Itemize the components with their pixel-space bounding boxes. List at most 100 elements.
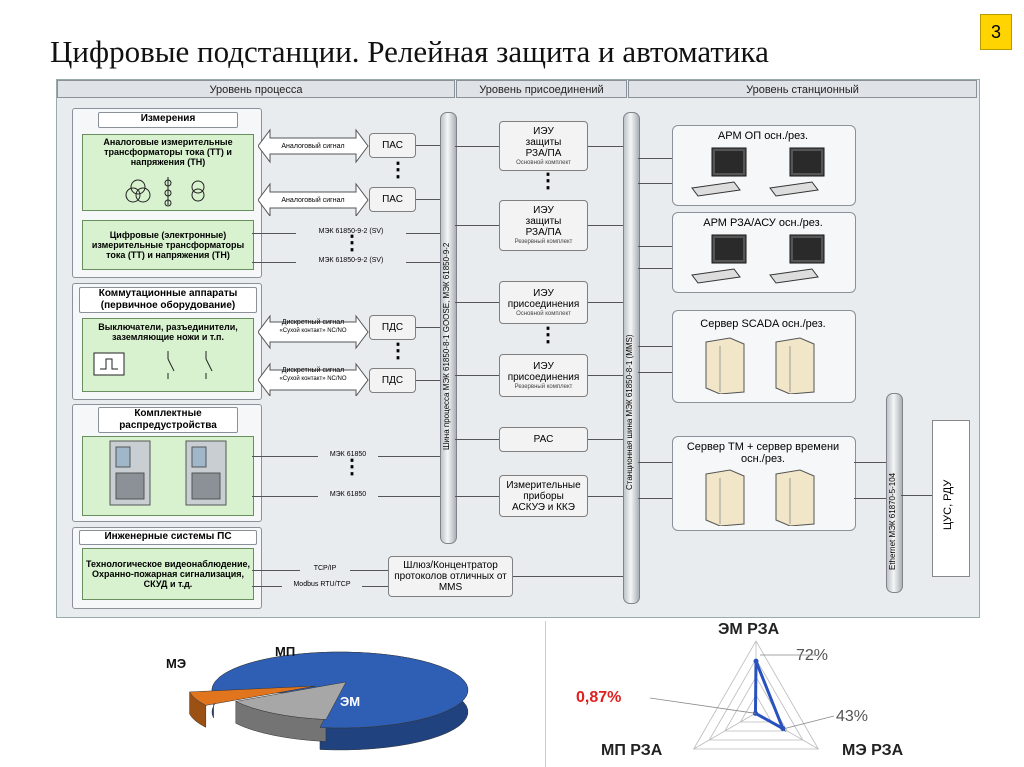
station-bus-label: Станционная шина МЭК 61850-8-1 (MMS) [625,334,634,490]
conn-tm-eth-2 [854,498,886,499]
pas-device-1-label: ПАС [382,140,403,151]
breakers-text: Выключатели, разъединители, заземляющие … [98,322,238,342]
engineering-systems-text: Технологическое видеонаблюдение, Охранно… [85,559,251,589]
pie-label-2: МЭ [166,656,186,671]
ieu-bay-reserve[interactable]: ИЭУ присоединения Резервный комплект [499,354,588,397]
pas2-connector [416,199,442,200]
radar-point-0 [753,658,759,664]
digital-transformers-box: Цифровые (электронные) измерительные тра… [82,220,254,270]
conn-bay-main-right [588,302,624,303]
radar-value-label-0: 72% [796,647,828,664]
conn-scada-2 [638,372,672,373]
radar-grid-ring-2 [708,658,804,741]
radar-point-1 [780,725,786,731]
tm-server-label: Сервер ТМ + сервер времени осн./рез. [686,441,840,465]
scada-label: Сервер SCADA осн./рез. [700,318,826,330]
iec-dots: ⋮ [342,456,362,478]
pas-device-2[interactable]: ПАС [369,187,416,212]
radar-axis-label-1: МЭ РЗА [842,742,904,759]
column-header-process: Уровень процесса [57,80,455,98]
pie-label-0: ЭМ [340,694,360,709]
gateway-device[interactable]: Шлюз/Концентратор протоколов отличных от… [388,556,513,597]
pds1-connector [416,327,442,328]
ieu-rza-reserve-label: ИЭУ защиты РЗА/ПА [525,205,562,238]
ieu-bay-main-label: ИЭУ присоединения [507,287,580,310]
ieu-rza-reserve[interactable]: ИЭУ защиты РЗА/ПА Резервный комплект [499,200,588,251]
ieu-rza-main[interactable]: ИЭУ защиты РЗА/ПА Основной комплект [499,121,588,171]
pds-device-1-label: ПДС [381,322,404,333]
switchgear-label: Комплектные распредустройства [98,407,238,433]
meters-device-label: Измерительные приборы АСКУЭ и ККЭ [506,479,581,513]
conn-meters-right [588,496,624,497]
pie-slice-1 [235,681,347,720]
conn-tm [638,462,672,463]
dry-contact-label-2: «Сухой контакт» NC/NO [279,376,347,382]
ieu-rza-main-sublabel: Основной комплект [516,159,571,166]
conn-arm-rza-2 [638,268,672,269]
pds-device-2[interactable]: ПДС [369,368,416,393]
conn-arm-rza [638,246,672,247]
radar-point-2 [752,710,758,716]
sv-label-2: МЭК 61850-9-2 (SV) [296,256,406,265]
conn-arm-op [638,158,672,159]
engineering-systems-box: Технологическое видеонаблюдение, Охранно… [82,548,254,600]
conn-pac-left [455,439,499,440]
ieu-bay-main-sublabel: Основной комплект [516,310,571,317]
digital-transformers-text: Цифровые (электронные) измерительные тра… [91,230,245,260]
ieu-bay-reserve-label: ИЭУ присоединения [507,360,580,383]
conn-pac-right [588,439,624,440]
pds-device-1[interactable]: ПДС [369,315,416,340]
conn-rza-res-left [455,225,499,226]
conn-rza-main-left [455,146,499,147]
cus-rdu-box[interactable] [932,420,970,577]
arm-rza-computer-icons [691,234,825,284]
radar-value-leader-1 [784,715,835,729]
pie-slice-2 [189,685,317,706]
discrete-signal-arrows [258,314,369,396]
engineering-label: Инженерные системы ПС [79,530,257,545]
iec-label-1: МЭК 61850 [318,450,378,459]
sv-label-1: МЭК 61850-9-2 (SV) [296,227,406,236]
tm-server-icons [705,469,815,526]
conn-tm-eth [854,462,886,463]
radar-axis-2 [693,712,757,750]
tm-server-box[interactable] [672,436,856,531]
modbus-label: Modbus RTU/TCP [282,580,362,589]
transformer-icons [125,177,205,207]
ieu-rza-main-label: ИЭУ защиты РЗА/ПА [525,125,562,159]
ieu-rza-reserve-sublabel: Резервный комплект [514,239,573,245]
column-header-station: Уровень станционный [628,80,977,98]
arm-op-computer-icons [691,147,825,197]
discrete-signal-label-2: Дискретный сигнал [281,367,345,374]
process-bus [440,112,457,544]
meters-device[interactable]: Измерительные приборы АСКУЭ и ККЭ [499,475,588,517]
station-bus [623,112,640,604]
radar-series-line [753,660,786,732]
pas-device-1[interactable]: ПАС [369,133,416,158]
radar-grid-ring-3 [692,640,820,750]
discrete-signal-label-1: Дискретный сигнал [281,319,345,326]
analog-transformers-text: Аналоговые измерительные трансформаторы … [103,137,233,167]
scada-box[interactable] [672,310,856,403]
analog-signal-label-2: Аналоговый сигнал [281,197,345,204]
tcp-label: TCP/IP [300,564,350,573]
cus-rdu-label: ЦУС, РДУ [942,479,954,530]
pas-dots: ⋮ [388,159,408,181]
column-header-bay: Уровень присоединений [456,80,627,98]
conn-tm-2 [638,498,672,499]
ieu-bay-reserve-sublabel: Резервный комплект [514,383,573,390]
iec-label-2: МЭК 61850 [318,490,378,499]
gateway-device-label: Шлюз/Концентратор протоколов отличных от… [394,560,507,593]
dry-contact-label-1: «Сухой контакт» NC/NO [279,328,347,334]
ieu-bay-main[interactable]: ИЭУ присоединения Основной комплект [499,281,588,324]
sv-dots: ⋮ [342,232,362,254]
pac-device[interactable]: РАС [499,427,588,452]
page-title: Цифровые подстанции. Релейная защита и а… [50,34,769,69]
pds2-connector [416,380,442,381]
pas1-connector [416,145,442,146]
conn-gateway-right [513,576,624,577]
conn-bay-res-right [588,375,624,376]
conn-arm-op-2 [638,183,672,184]
